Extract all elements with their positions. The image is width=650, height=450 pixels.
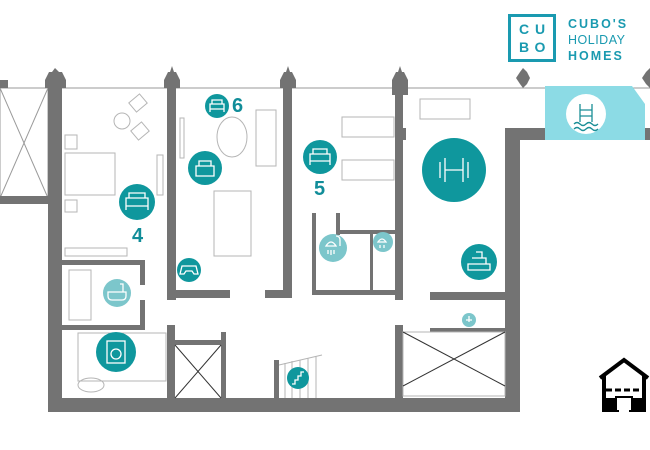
shower-icon [319, 234, 347, 262]
sink-icon [462, 313, 476, 327]
room-number-6: 6 [232, 95, 244, 117]
washing-machine-icon [96, 332, 136, 372]
void-center [174, 344, 222, 399]
brand-line: HOLIDAY [568, 33, 626, 47]
logo-letter: O [534, 39, 546, 55]
gamepad-icon [177, 258, 201, 282]
pool [545, 86, 645, 140]
logo-letter: B [518, 39, 530, 55]
pool-icon [566, 94, 606, 134]
brand-line: HOMES [568, 49, 624, 63]
bed-icon [303, 140, 337, 174]
logo-letter: C [518, 21, 530, 37]
dumbbell-icon [422, 138, 486, 202]
bed-icon [205, 94, 229, 118]
stairs-icon [287, 367, 309, 389]
room-number-5: 5 [314, 178, 326, 200]
left-void [0, 80, 49, 204]
logo-letter: U [534, 21, 546, 37]
room-number-4: 4 [132, 225, 144, 247]
bed-icon [119, 184, 155, 220]
armchair-icon [188, 151, 222, 185]
brand-name: CUBO'S HOLIDAY HOMES [568, 16, 628, 64]
bathtub-icon [103, 279, 131, 307]
void-right [402, 331, 506, 397]
towels-icon [461, 244, 497, 280]
house-floor-icon [598, 357, 650, 412]
cubo-logo: C U B O [508, 14, 556, 62]
brand-line: CUBO'S [568, 17, 629, 31]
shower-icon [373, 232, 393, 252]
